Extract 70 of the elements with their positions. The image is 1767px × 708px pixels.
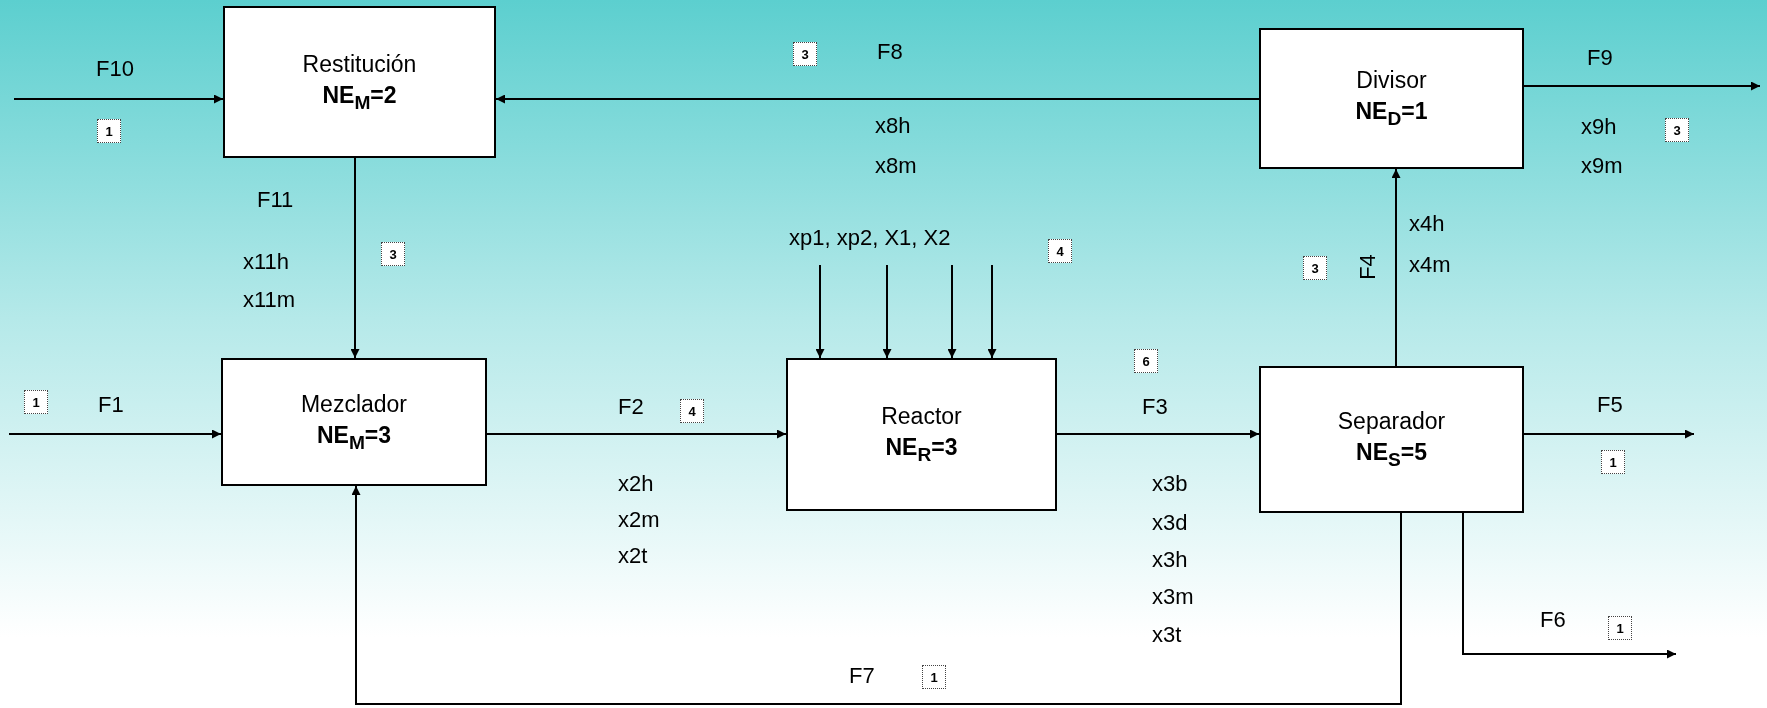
stream-variable: x3b: [1152, 473, 1188, 495]
stream-label: F10: [96, 58, 134, 80]
unit-name: Separador: [1337, 408, 1446, 436]
unit-block: [786, 358, 1057, 511]
count-tag: 6: [1134, 349, 1158, 373]
count-tag: 1: [1608, 616, 1632, 640]
stream-variable: x3t: [1152, 624, 1182, 646]
stream-variable: x3m: [1152, 586, 1194, 608]
unit-name: Restitución: [302, 50, 417, 78]
stream-label: F8: [877, 41, 903, 63]
unit-block: [221, 358, 487, 486]
count-tag: 3: [381, 242, 405, 266]
degrees-of-freedom: NE$_{S}$=5: [1356, 439, 1427, 471]
count-tag: 4: [1048, 239, 1072, 263]
stream-variable: x4m: [1409, 254, 1451, 276]
degrees-of-freedom: NE$_{M}$=3: [316, 421, 392, 454]
stream-label: F7: [849, 665, 875, 687]
count-tag: 1: [922, 665, 946, 689]
flow-arrow: [486, 429, 787, 439]
stream-variable: x2t: [618, 545, 648, 567]
flow-arrow: [987, 264, 997, 359]
flow-arrow: [1056, 429, 1260, 439]
stream-label: F11: [257, 189, 294, 211]
stream-label: F6: [1540, 609, 1566, 631]
flow-arrow: [13, 94, 224, 104]
unit-name: Reactor: [881, 403, 962, 431]
unit-block: [1259, 28, 1524, 169]
flow-arrow: [350, 157, 360, 359]
unit-block: [223, 6, 496, 158]
flow-arrow: [1523, 429, 1695, 439]
stream-variable: xp1, xp2, X1, X2: [789, 227, 951, 249]
count-tag: 1: [1601, 450, 1625, 474]
degrees-of-freedom: NE$_{M}$=2: [322, 81, 397, 114]
flow-arrow: [351, 485, 1402, 705]
flow-arrow: [882, 264, 892, 359]
count-tag: 3: [1665, 118, 1689, 142]
stream-variable: x9m: [1581, 155, 1623, 177]
stream-variable: x11m: [243, 289, 296, 311]
stream-variable: x8m: [875, 155, 917, 177]
degrees-of-freedom: NE$_{R}$=3: [885, 434, 958, 466]
stream-variable: x8h: [875, 115, 911, 137]
stream-variable: x3h: [1152, 549, 1188, 571]
flow-arrow: [815, 264, 825, 359]
count-tag: 1: [97, 119, 121, 143]
flow-arrow: [1391, 168, 1401, 367]
unit-name: Mezclador: [300, 390, 408, 418]
stream-label: F2: [618, 396, 644, 418]
flow-arrow: [1523, 81, 1761, 91]
stream-label: F1: [98, 394, 124, 416]
stream-label: F4: [1356, 254, 1379, 280]
degrees-of-freedom: NE$_{D}$=1: [1355, 98, 1428, 130]
count-tag: 3: [793, 42, 817, 66]
stream-variable: x11h: [243, 251, 290, 273]
stream-label: F3: [1142, 396, 1168, 418]
stream-label: F5: [1597, 394, 1623, 416]
stream-variable: x2m: [618, 509, 660, 531]
flow-arrow: [947, 264, 957, 359]
flow-arrow: [495, 94, 1260, 104]
stream-variable: x3d: [1152, 512, 1188, 534]
flow-arrow: [8, 429, 222, 439]
stream-variable: x9h: [1581, 116, 1617, 138]
stream-label: F9: [1587, 47, 1613, 69]
unit-block: [1259, 366, 1524, 513]
count-tag: 4: [680, 399, 704, 423]
stream-variable: x2h: [618, 473, 654, 495]
flow-arrow: [1462, 512, 1677, 659]
count-tag: 3: [1303, 256, 1327, 280]
unit-name: Divisor: [1356, 67, 1427, 95]
count-tag: 1: [24, 390, 48, 414]
stream-variable: x4h: [1409, 213, 1445, 235]
